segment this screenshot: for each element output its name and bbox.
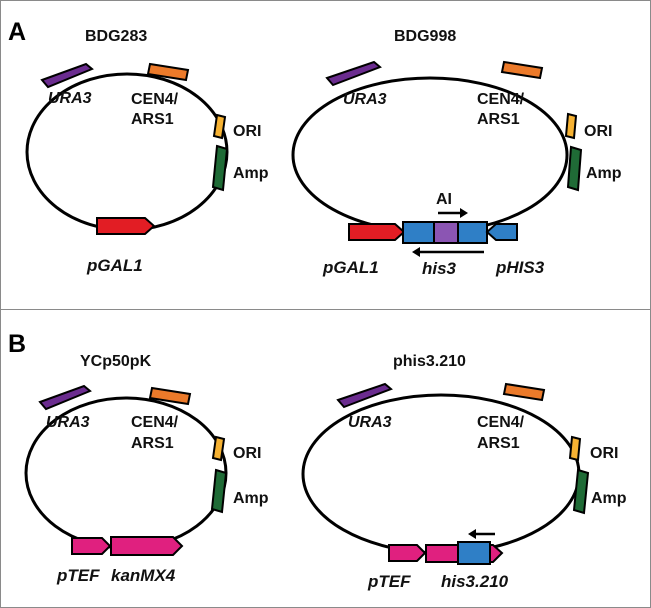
promoter-pgal1-arrow (348, 223, 406, 241)
panel-a-letter: A (8, 18, 26, 46)
amp-gene-marker (211, 144, 229, 192)
cen4-ars1-marker (146, 62, 190, 82)
ori-label: ORI (584, 123, 612, 140)
forward-arrow-head (460, 208, 468, 218)
ori-marker (211, 435, 226, 462)
phis3-promoter-arrow (485, 223, 518, 241)
ori-marker (568, 435, 582, 462)
ars1-label: ARS1 (477, 435, 520, 452)
plasmid-backbone (291, 76, 569, 234)
plasmid-backbone (301, 393, 581, 555)
ura3-label: URA3 (343, 91, 387, 108)
pgal1-label: pGAL1 (322, 258, 379, 277)
ura3-gene-arrow (336, 382, 393, 409)
ura3-label: URA3 (46, 414, 90, 431)
kanmx4-label: kanMX4 (111, 566, 176, 585)
reverse-arrow-head (468, 529, 476, 539)
plasmid-title: phis3.210 (393, 353, 466, 370)
cen4-label: CEN4/ (131, 91, 179, 108)
ars1-label: ARS1 (131, 111, 174, 128)
ori-label: ORI (590, 445, 618, 462)
plasmid-bdg998: BDG998 URA3 CEN4/ ARS1 ORI Amp AI pGAL1 … (291, 28, 622, 278)
plasmid-title: BDG283 (85, 28, 147, 45)
pgal1-label: pGAL1 (86, 256, 143, 275)
artificial-intron-box (433, 221, 459, 244)
promoter-pgal1-arrow (96, 217, 156, 235)
cen4-label: CEN4/ (477, 414, 525, 431)
ura3-gene-arrow (40, 62, 94, 89)
kanmx4-gene-arrow (110, 536, 184, 556)
ura3-gene-arrow (38, 384, 92, 411)
ptef-label: pTEF (56, 566, 100, 585)
cen4-ars1-marker (500, 60, 544, 80)
amp-gene-marker (572, 468, 590, 515)
plasmid-title: YCp50pK (80, 353, 152, 370)
phis3-label: pHIS3 (495, 258, 545, 277)
promoter-ptef-arrow (71, 537, 112, 555)
plasmid-ycp50pk: YCp50pK URA3 CEN4/ ARS1 ORI Amp pTEF kan… (24, 353, 269, 585)
ura3-label: URA3 (348, 414, 392, 431)
cen4-ars1-marker (148, 386, 192, 406)
ars1-label: ARS1 (477, 111, 520, 128)
amp-gene-marker (210, 468, 228, 514)
ori-label: ORI (233, 123, 261, 140)
plasmid-bdg283: BDG283 URA3 CEN4/ ARS1 ORI Amp pGAL1 (25, 28, 269, 275)
amp-label: Amp (233, 490, 269, 507)
ori-label: ORI (233, 445, 261, 462)
ura3-gene-arrow (325, 60, 382, 87)
cen4-label: CEN4/ (477, 91, 525, 108)
ptef-label: pTEF (367, 572, 411, 591)
ori-marker (212, 113, 227, 140)
ori-marker (564, 112, 578, 140)
plasmid-phis3-210: phis3.210 URA3 CEN4/ ARS1 ORI Amp pTEF h… (301, 353, 627, 591)
amp-label: Amp (586, 165, 622, 182)
panel-b-letter: B (8, 330, 26, 358)
cen4-ars1-marker (502, 382, 546, 402)
ars1-label: ARS1 (131, 435, 174, 452)
plasmid-title: BDG998 (394, 28, 456, 45)
amp-gene-marker (566, 145, 583, 192)
amp-label: Amp (591, 490, 627, 507)
his3-label: his3 (422, 259, 457, 278)
cen4-label: CEN4/ (131, 414, 179, 431)
promoter-ptef-arrow (388, 544, 427, 562)
ura3-label: URA3 (48, 90, 92, 107)
amp-label: Amp (233, 165, 269, 182)
reverse-arrow-head (412, 247, 420, 257)
ai-label: AI (436, 191, 452, 208)
his3-210-box (457, 541, 491, 565)
his3-210-label: his3.210 (441, 572, 509, 591)
